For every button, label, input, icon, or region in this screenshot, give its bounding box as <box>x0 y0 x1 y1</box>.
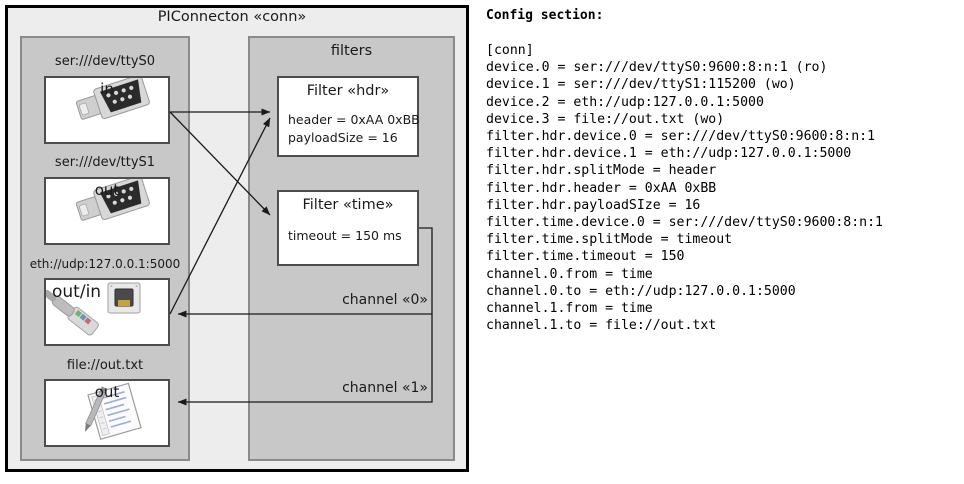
config-line: filter.hdr.splitMode = header <box>486 163 717 179</box>
config-line: channel.1.to = file://out.txt <box>486 318 717 334</box>
device-direction-3: out <box>94 383 120 401</box>
config-line: filter.hdr.header = 0xAA 0xBB <box>486 180 717 196</box>
config-line: filter.hdr.device.1 = eth://udp:127.0.0.… <box>486 146 852 162</box>
config-section-body: [conn] device.0 = ser:///dev/ttyS0:9600:8… <box>486 42 883 334</box>
filter-prop-hdr-payload: payloadSize = 16 <box>288 130 398 145</box>
device-label-3: file://out.txt <box>66 358 144 373</box>
filter-box-time[interactable]: Filter «time» timeout = 150 ms <box>277 190 419 266</box>
device-card-2[interactable]: out/in <box>44 278 170 346</box>
config-line: [conn] <box>486 43 534 58</box>
architecture-diagram: PIConnecton «conn» ser:///dev/ttyS0 in <box>0 0 478 484</box>
device-label-2: eth://udp:127.0.0.1:5000 <box>29 257 181 271</box>
device-card-0[interactable]: in <box>44 76 170 144</box>
channel-label-0: channel «0» <box>342 292 428 308</box>
config-line: filter.time.device.0 = ser:///dev/ttyS0:… <box>486 215 883 231</box>
config-line: filter.hdr.device.0 = ser:///dev/ttyS0:9… <box>486 129 876 145</box>
config-line: filter.hdr.payloadSIze = 16 <box>486 197 701 213</box>
filter-box-hdr[interactable]: Filter «hdr» header = 0xAA 0xBB payloadS… <box>277 76 420 157</box>
config-line: channel.0.from = time <box>486 266 653 282</box>
device-direction-2: out/in <box>52 282 102 302</box>
device-card-1[interactable]: out <box>44 177 170 245</box>
filter-prop-hdr-header: header = 0xAA 0xBB <box>288 112 420 127</box>
filter-title-time: Filter «time» <box>302 197 394 213</box>
config-line: device.2 = eth://udp:127.0.0.1:5000 <box>486 94 764 110</box>
config-line: device.3 = file://out.txt (wo) <box>486 111 725 127</box>
config-line: filter.time.timeout = 150 <box>486 249 685 265</box>
config-section: Config section: [conn] device.0 = ser:///… <box>482 0 964 484</box>
channel-label-1: channel «1» <box>342 380 428 396</box>
device-label-1: ser:///dev/ttyS1 <box>54 155 156 170</box>
config-line: device.0 = ser:///dev/ttyS0:9600:8:n:1 (… <box>486 60 828 76</box>
serial-port-icon <box>46 78 168 142</box>
ethernet-jack-icon <box>46 280 168 344</box>
device-direction-1: out <box>94 181 120 199</box>
device-direction-0: in <box>100 80 114 98</box>
diagram-title: PIConnecton «conn» <box>157 9 307 25</box>
device-card-3[interactable]: out <box>44 379 170 447</box>
config-section-heading: Config section: <box>486 8 604 23</box>
device-label-0: ser:///dev/ttyS0 <box>54 54 156 69</box>
filter-prop-time-timeout: timeout = 150 ms <box>288 228 402 243</box>
config-line: channel.1.from = time <box>486 301 653 317</box>
config-line: device.1 = ser:///dev/ttyS1:115200 (wo) <box>486 77 796 93</box>
config-line: filter.time.splitMode = timeout <box>486 232 733 248</box>
filter-title-hdr: Filter «hdr» <box>306 83 390 99</box>
serial-port-icon <box>46 179 168 243</box>
filters-panel-title: filters <box>330 43 373 59</box>
config-line: channel.0.to = eth://udp:127.0.0.1:5000 <box>486 283 796 299</box>
text-file-icon <box>46 381 168 445</box>
